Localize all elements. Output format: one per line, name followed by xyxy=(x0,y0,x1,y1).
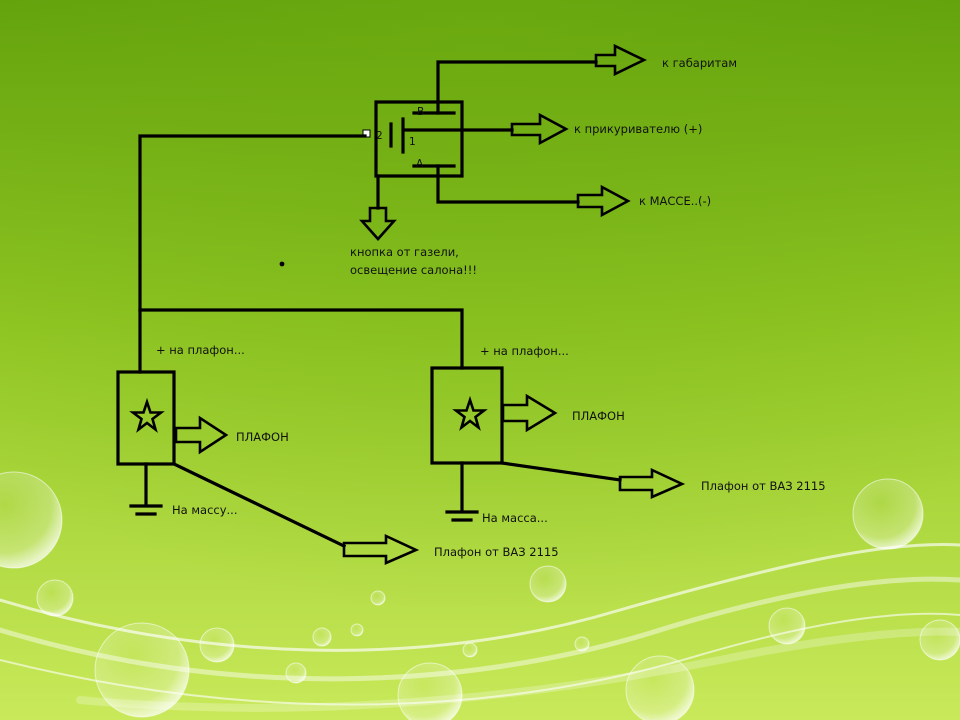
pin-2-label: 2 xyxy=(376,130,383,142)
label-button-line2: освещение салона!!! xyxy=(350,263,477,277)
bubble xyxy=(36,579,74,617)
arrow-right-icon xyxy=(618,467,686,499)
bubble xyxy=(350,623,364,637)
label-vaz-left: Плафон от ВАЗ 2115 xyxy=(434,545,559,559)
bubble xyxy=(312,627,332,647)
bubble xyxy=(370,590,386,606)
label-lamp-right: ПЛАФОН xyxy=(572,409,625,423)
bubble xyxy=(397,662,463,720)
label-to-lighter: к прикуривателю (+) xyxy=(574,122,702,136)
arrow-right-icon xyxy=(501,393,558,433)
bubble xyxy=(919,619,960,661)
star-icon xyxy=(129,397,165,433)
bubble xyxy=(94,622,190,718)
label-lamp-left: ПЛАФОН xyxy=(236,430,289,444)
bubble xyxy=(462,642,478,658)
bubble xyxy=(199,627,235,663)
bubble xyxy=(625,655,695,720)
right-lamp-block xyxy=(430,366,686,522)
arrow-down-icon xyxy=(359,206,397,241)
pin-1-label: 1 xyxy=(409,136,416,148)
label-vaz-right: Плафон от ВАЗ 2115 xyxy=(701,479,826,493)
bubble xyxy=(574,636,590,652)
ground-icon xyxy=(129,462,163,516)
switch-wires xyxy=(138,60,598,374)
decorative-bubbles xyxy=(0,471,960,720)
stray-dot xyxy=(279,261,285,267)
bubble xyxy=(0,471,63,569)
bubble xyxy=(852,478,924,550)
left-lamp-block xyxy=(116,370,420,565)
pin-b-label: B xyxy=(417,106,424,118)
label-plus-right: + на плафон... xyxy=(480,344,569,358)
arrow-right-icon xyxy=(510,112,569,146)
label-button-line1: кнопка от газели, xyxy=(350,245,459,259)
arrow-right-icon xyxy=(174,415,229,455)
star-icon xyxy=(452,395,488,431)
label-ground-left: На массу... xyxy=(172,503,238,517)
label-to-gabarit: к габаритам xyxy=(662,56,737,70)
bubble xyxy=(768,607,806,645)
arrow-right-icon xyxy=(594,43,647,77)
pin-a-label: A xyxy=(416,158,424,170)
arrow-right-icon xyxy=(342,533,420,565)
bubble xyxy=(529,565,567,603)
arrow-right-icon xyxy=(576,184,631,218)
bubble xyxy=(285,662,307,684)
label-to-ground: к МАССЕ..(-) xyxy=(639,194,711,208)
label-ground-right: На масса... xyxy=(482,511,548,525)
label-plus-left: + на плафон... xyxy=(156,343,245,357)
ground-icon xyxy=(445,461,479,522)
